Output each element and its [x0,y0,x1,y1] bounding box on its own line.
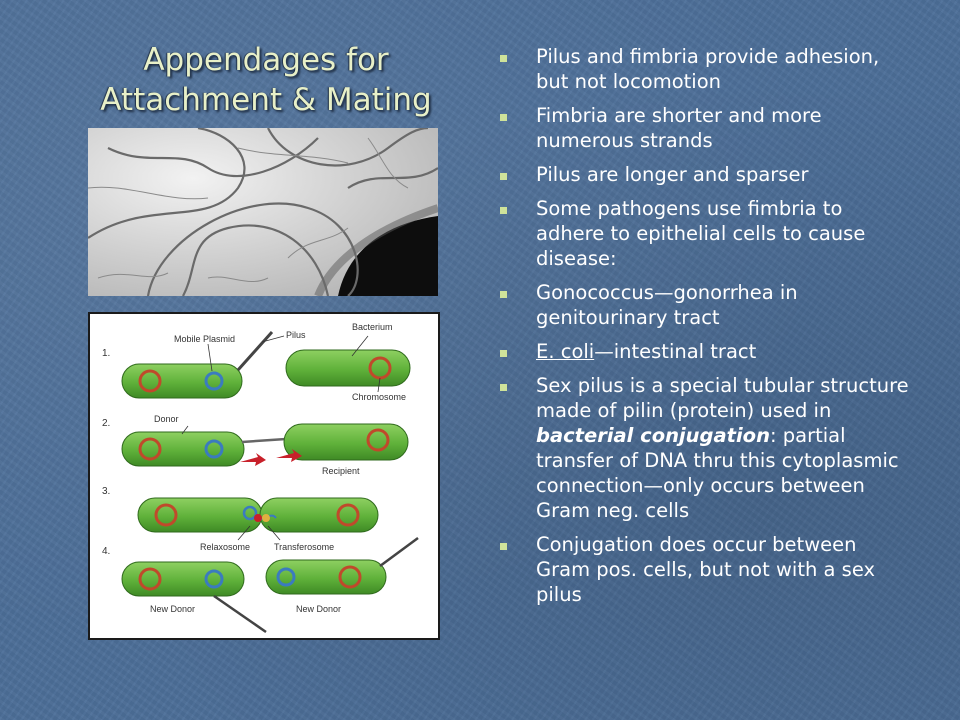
bullet-item: Pilus are longer and sparser [496,162,916,187]
bullet-text: —intestinal tract [594,340,757,363]
step-number: 1. [102,348,110,359]
pilus-line [213,594,267,634]
step-number: 4. [102,546,110,557]
pilus-line [379,536,419,568]
bullet-text: Pilus and fimbria provide adhesion, but … [536,45,880,93]
step-number: 2. [102,418,110,429]
bullet-text: Gonococcus—gonorrhea in genitourinary tr… [536,281,798,329]
bullet-text: Some pathogens use fimbria to adhere to … [536,197,866,270]
label-mobile-plasmid: Mobile Plasmid [174,334,235,344]
emphasized-term: bacterial conjugation [536,424,770,447]
new-donor-cell [265,559,387,595]
label-pilus: Pilus [286,330,306,340]
bullet-text: : partial transfer of DNA thru this cyto… [536,424,899,522]
bullet-text: Sex pilus is a special tubular structure… [536,374,909,422]
label-transferosome: Transferosome [274,542,334,552]
recipient-cell [259,497,379,533]
square-bullet-icon [500,291,507,298]
bullet-text: Fimbria are shorter and more numerous st… [536,104,822,152]
conjugation-diagram: 1. 2. 3. 4. Mobile Plasmid Pilus Bacteri… [88,312,440,640]
step-number: 3. [102,486,110,497]
chromosome-icon [336,503,360,527]
pilus-line [241,437,287,444]
chromosome-icon [138,437,162,461]
bullet-text: Conjugation does occur between Gram pos.… [536,533,876,606]
label-donor: Donor [154,414,179,424]
relaxosome-icon [254,514,262,522]
chromosome-icon [368,356,392,380]
chromosome-icon [138,567,162,591]
square-bullet-icon [500,173,507,180]
bullet-item: Some pathogens use fimbria to adhere to … [496,196,916,271]
label-new-donor: New Donor [296,604,341,614]
chromosome-icon [154,503,178,527]
label-new-donor: New Donor [150,604,195,614]
bullet-text: Pilus are longer and sparser [536,163,809,186]
chromosome-icon [138,369,162,393]
bullet-item: Conjugation does occur between Gram pos.… [496,532,916,607]
label-recipient: Recipient [322,466,360,476]
ecoli-link[interactable]: E. coli [536,340,595,363]
retraction-arrow-icon [240,453,266,466]
bullet-item: E. coli—intestinal tract [496,339,916,364]
micrograph-image [88,128,438,296]
bullet-item: Pilus and fimbria provide adhesion, but … [496,44,916,94]
plasmid-icon [204,371,224,391]
label-relaxosome: Relaxosome [200,542,250,552]
transferosome-icon [262,514,270,522]
bullet-list: Pilus and fimbria provide adhesion, but … [496,44,916,616]
pilus-line [236,330,274,372]
bullet-item: Sex pilus is a special tubular structure… [496,373,916,523]
square-bullet-icon [500,350,507,357]
plasmid-icon [242,505,258,521]
retraction-arrow-icon [276,449,302,462]
plasmid-icon [204,439,224,459]
recipient-cell [283,423,409,461]
plasmid-icon [276,567,296,587]
label-chromosome: Chromosome [352,392,406,402]
slide-title: Appendages for Attachment & Mating [100,42,432,118]
square-bullet-icon [500,114,507,121]
square-bullet-icon [500,207,507,214]
bullet-item: Gonococcus—gonorrhea in genitourinary tr… [496,280,916,330]
square-bullet-icon [500,543,507,550]
chromosome-icon [366,428,390,452]
fimbriae-micrograph [88,128,438,296]
label-bacterium: Bacterium [352,322,393,332]
square-bullet-icon [500,384,507,391]
chromosome-icon [338,565,362,589]
plasmid-icon [204,569,224,589]
square-bullet-icon [500,55,507,62]
bullet-item: Fimbria are shorter and more numerous st… [496,103,916,153]
